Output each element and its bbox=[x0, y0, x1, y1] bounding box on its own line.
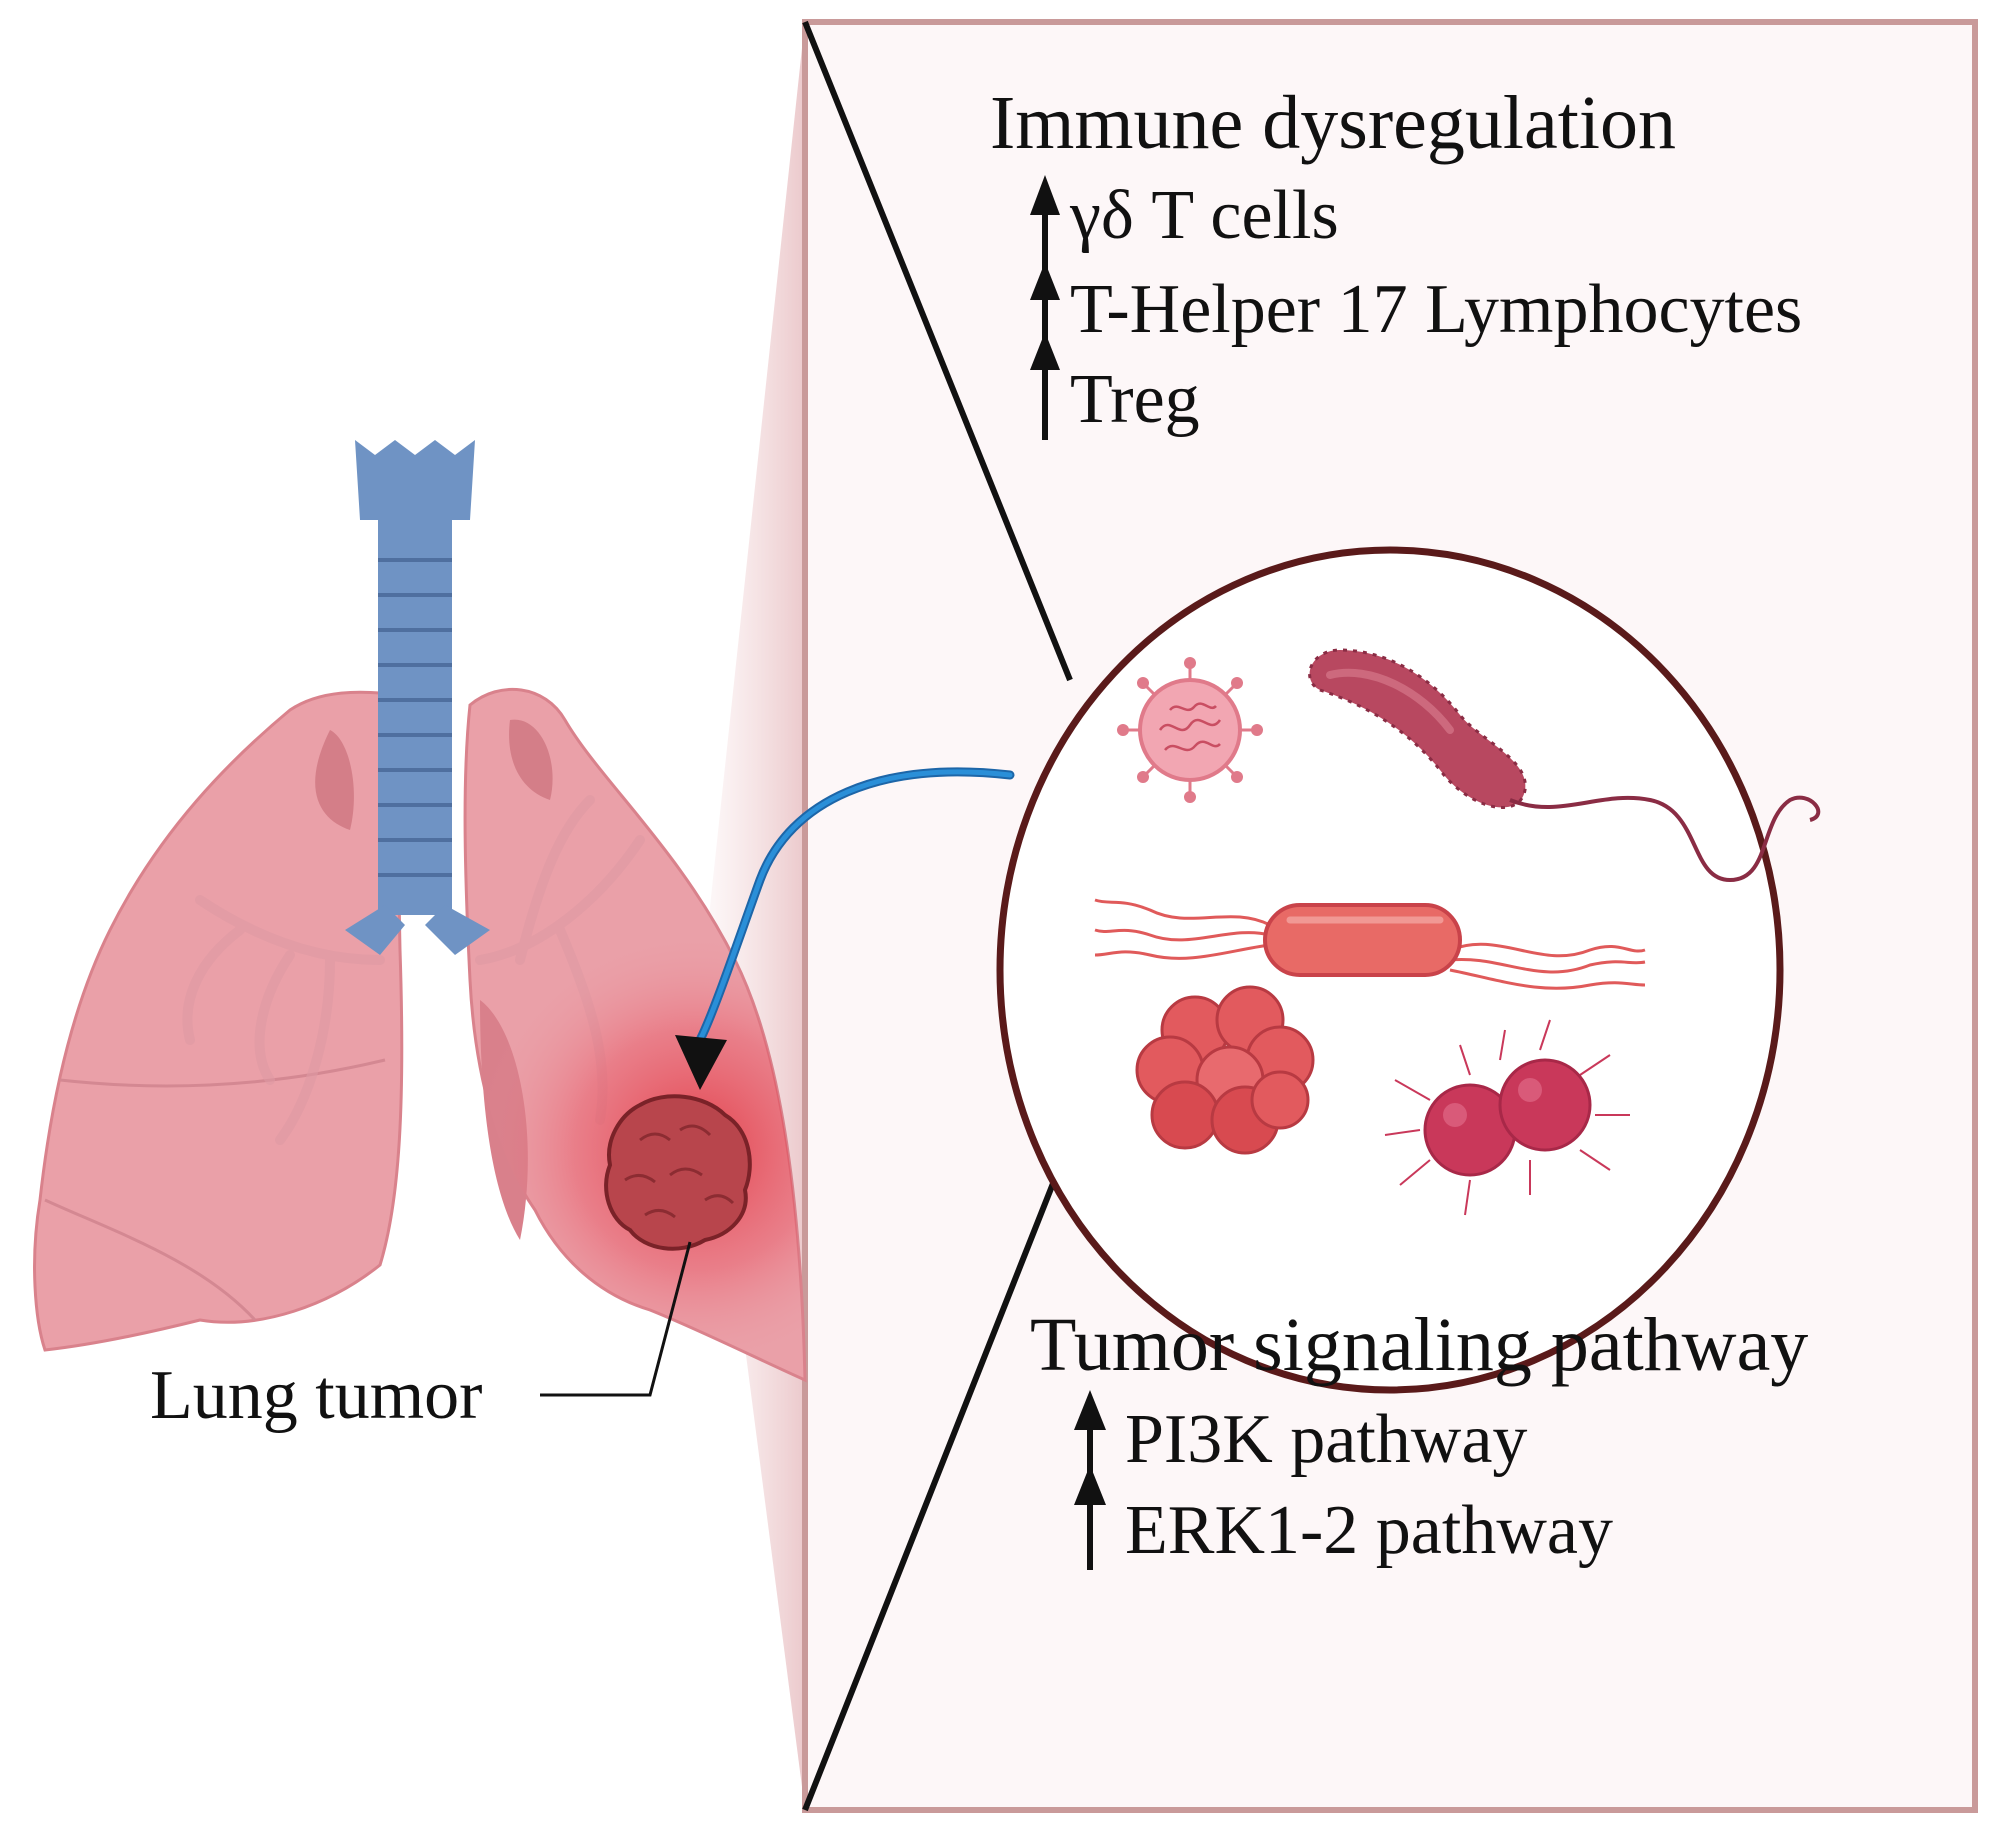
virus-icon bbox=[1117, 657, 1263, 803]
immune-item-th17: T-Helper 17 Lymphocytes bbox=[1070, 271, 1802, 348]
rod-bacterium-icon bbox=[1094, 898, 1646, 990]
tumor-signaling-heading: Tumor signaling pathway bbox=[1030, 1303, 1808, 1387]
signaling-up-arrow bbox=[1074, 1390, 1106, 1570]
zoom-fan bbox=[700, 20, 805, 1810]
trachea bbox=[345, 440, 490, 955]
diplococcus-icon bbox=[1384, 1019, 1630, 1216]
immune-item-treg: Treg bbox=[1070, 361, 1200, 438]
zoom-line-bottom bbox=[802, 1088, 1093, 1812]
curved-bacterium-icon bbox=[1308, 648, 1821, 883]
zoom-line-top bbox=[802, 20, 1073, 682]
signaling-item-pi3k: PI3K pathway bbox=[1125, 1401, 1527, 1478]
signaling-item-erk: ERK1-2 pathway bbox=[1125, 1492, 1613, 1569]
microbiome-to-tumor-arrow bbox=[675, 767, 1015, 1090]
immune-dysregulation-heading: Immune dysregulation bbox=[990, 81, 1676, 165]
tumor bbox=[604, 1094, 752, 1251]
immune-item-gd-t-cells: γδ T cells bbox=[1069, 177, 1339, 254]
left-lung bbox=[33, 690, 404, 1352]
coccus-cluster-icon bbox=[1135, 985, 1315, 1155]
immune-up-arrow bbox=[1030, 175, 1060, 440]
lung-tumor-label: Lung tumor bbox=[150, 1357, 482, 1434]
callout-line bbox=[540, 1241, 692, 1397]
